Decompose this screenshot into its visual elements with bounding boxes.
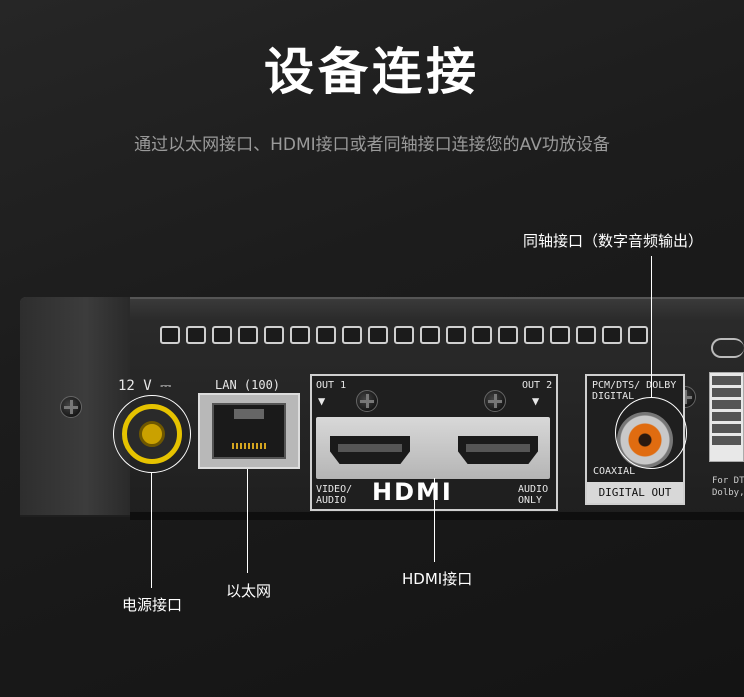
xvycc-logo <box>711 338 744 358</box>
digital-format-label: PCM/DTS/ DOLBY DIGITAL <box>592 380 677 402</box>
vent-slot <box>602 326 622 344</box>
hdmi-port-out1 <box>330 436 410 464</box>
label-line <box>712 412 741 421</box>
page-title: 设备连接 <box>264 43 480 101</box>
screw-icon <box>60 396 82 418</box>
player-foot-shadow <box>130 512 744 520</box>
vent-slot <box>316 326 336 344</box>
arrow-down-icon: ▼ <box>532 394 540 408</box>
vent-slot <box>264 326 284 344</box>
lan-latch <box>234 409 264 419</box>
label-line <box>712 400 741 409</box>
vent-slot <box>186 326 206 344</box>
hdmi-video-audio-label: VIDEO/ AUDIO <box>316 484 353 506</box>
lan-port-panel <box>198 393 300 469</box>
vent-slot <box>160 326 180 344</box>
dts-notice-line: For DTS <box>712 476 744 486</box>
hdmi-port-contacts <box>466 444 530 452</box>
power-callout-line <box>151 473 152 588</box>
hdmi-port-out2 <box>458 436 538 464</box>
hdmi-out1-label: OUT 1 <box>316 380 347 391</box>
screw-icon <box>484 390 506 412</box>
vent-slot <box>238 326 258 344</box>
vent-slot <box>472 326 492 344</box>
hdmi-callout-line <box>434 478 435 562</box>
lan-port <box>212 403 286 459</box>
screw-icon <box>356 390 378 412</box>
vent-slot <box>290 326 310 344</box>
lan-label: LAN (100) <box>215 378 281 392</box>
label-line <box>712 376 741 385</box>
vent-slot <box>368 326 388 344</box>
hdmi-logo: HDMI <box>372 478 453 506</box>
page-subtitle: 通过以太网接口、HDMI接口或者同轴接口连接您的AV功放设备 <box>134 135 610 155</box>
power-rating-label: 12 V ⎓ <box>118 378 172 394</box>
vent-slot <box>628 326 648 344</box>
coaxial-label: COAXIAL <box>593 466 636 477</box>
vent-slot <box>446 326 466 344</box>
dts-notice: For DTS Dolby, <box>712 475 744 499</box>
vent-row <box>160 326 665 352</box>
hdmi-callout-label: HDMI接口 <box>402 570 473 588</box>
hdmi-audio-only-label: AUDIO ONLY <box>518 484 549 506</box>
vent-slot <box>394 326 414 344</box>
vent-slot <box>550 326 570 344</box>
power-callout-label: 电源接口 <box>122 596 183 614</box>
coaxial-callout-label: 同轴接口（数字音频输出） <box>523 232 704 250</box>
label-line <box>712 424 741 433</box>
vent-slot <box>576 326 596 344</box>
vent-slot <box>498 326 518 344</box>
power-callout-ring <box>113 395 191 473</box>
digital-out-label: DIGITAL OUT <box>587 482 683 503</box>
lan-callout-label: 以太网 <box>226 582 272 600</box>
lan-pins <box>232 443 268 449</box>
hdmi-port-contacts <box>338 444 402 452</box>
dts-notice-line: Dolby, <box>712 488 744 498</box>
vent-slot <box>420 326 440 344</box>
coaxial-callout-line <box>651 256 652 397</box>
coaxial-callout-ring <box>615 397 687 469</box>
vent-slot <box>342 326 362 344</box>
spec-label-plate <box>709 372 744 462</box>
vent-slot <box>524 326 544 344</box>
lan-callout-line <box>247 469 248 573</box>
hdmi-out2-label: OUT 2 <box>522 380 553 391</box>
vent-slot <box>212 326 232 344</box>
label-line <box>712 436 741 445</box>
label-line <box>712 388 741 397</box>
arrow-down-icon: ▼ <box>318 394 326 408</box>
